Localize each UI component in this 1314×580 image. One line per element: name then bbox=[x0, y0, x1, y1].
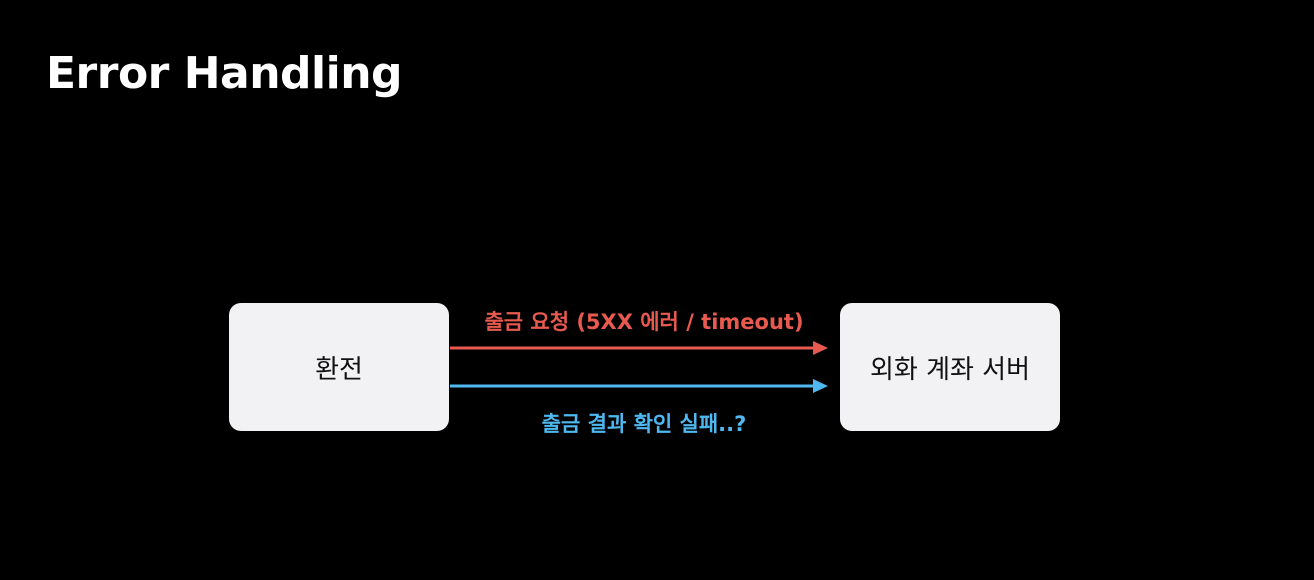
node-exchange: 환전 bbox=[229, 303, 449, 431]
edge-confirm-arrowhead bbox=[813, 379, 828, 393]
node-fx-account-server: 외화 계좌 서버 bbox=[840, 303, 1060, 431]
edge-request-arrow bbox=[450, 341, 828, 355]
edge-request-label: 출금 요청 (5XX 에러 / timeout) bbox=[484, 310, 804, 334]
node-exchange-label: 환전 bbox=[315, 354, 363, 385]
edge-confirm-label: 출금 결과 확인 실패..? bbox=[541, 412, 747, 436]
node-fx-account-server-label: 외화 계좌 서버 bbox=[869, 354, 1031, 385]
slide-title: Error Handling bbox=[46, 48, 403, 99]
edge-confirm-arrow bbox=[450, 379, 828, 393]
edge-request-arrowhead bbox=[813, 341, 828, 355]
